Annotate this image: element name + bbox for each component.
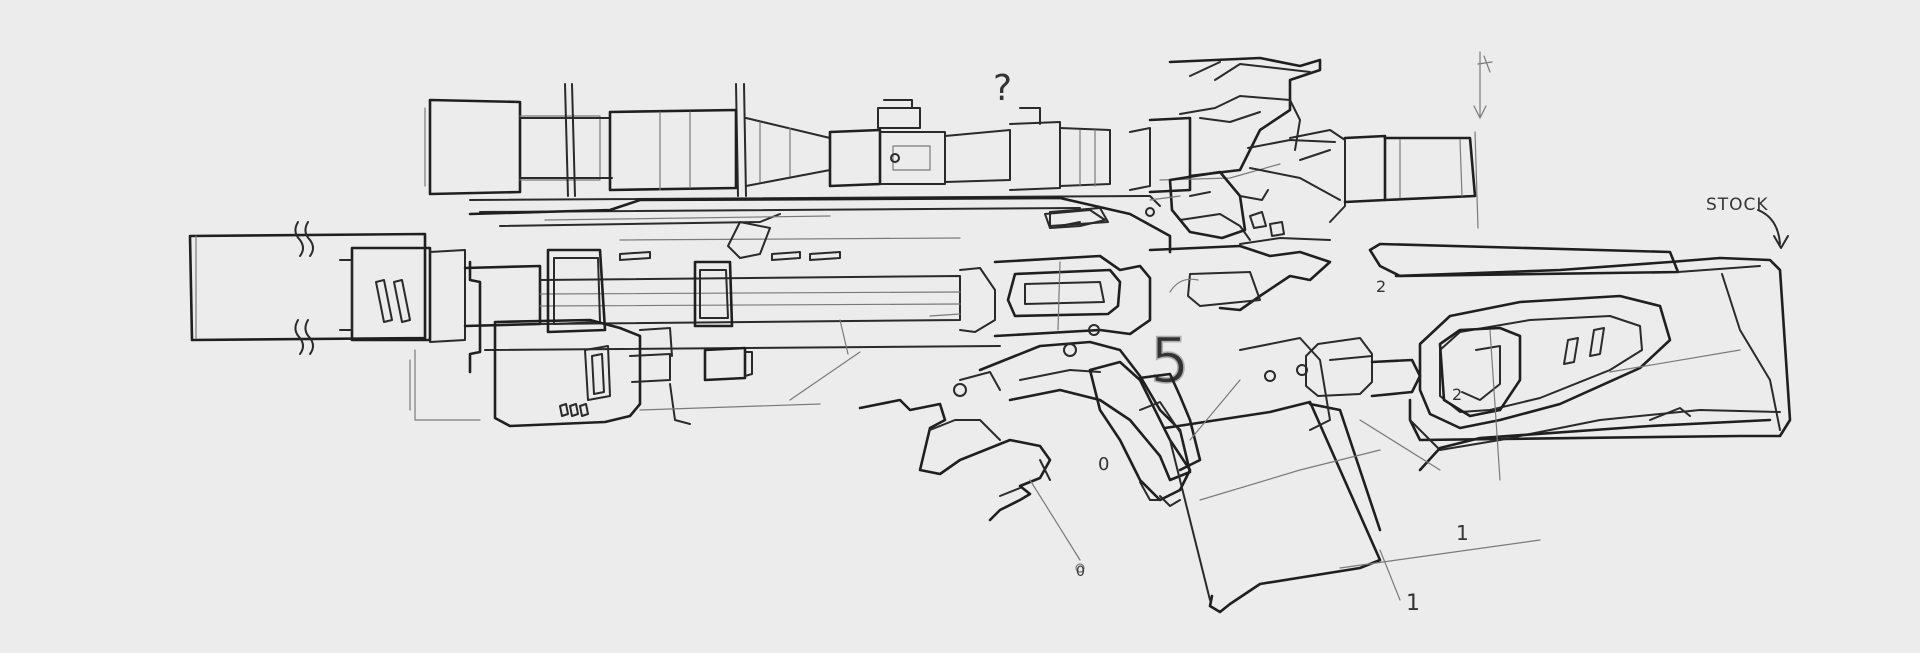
receiver: 5 (993, 170, 1332, 398)
scope (424, 51, 1493, 229)
stock-top-number: 2 (1376, 277, 1386, 296)
stock: 2 2 (1305, 209, 1792, 481)
upper-rail (468, 195, 1172, 261)
trigger-grip: 0 0 (858, 340, 1202, 580)
magazine-number-upper: 1 (1456, 521, 1469, 545)
magazine: 1 1 (1163, 337, 1541, 616)
stock-inner-number: 2 (1452, 385, 1462, 404)
receiver-number: 5 (1150, 324, 1189, 397)
handguard (409, 260, 1001, 428)
magazine-number-lower: 1 (1406, 591, 1420, 616)
barrel-suppressor (188, 221, 996, 355)
grip-number: 0 (1098, 454, 1109, 475)
question-mark: ? (993, 68, 1012, 109)
lower-grip-number: 0 (1076, 564, 1085, 580)
stock-label: STOCK (1706, 195, 1769, 215)
